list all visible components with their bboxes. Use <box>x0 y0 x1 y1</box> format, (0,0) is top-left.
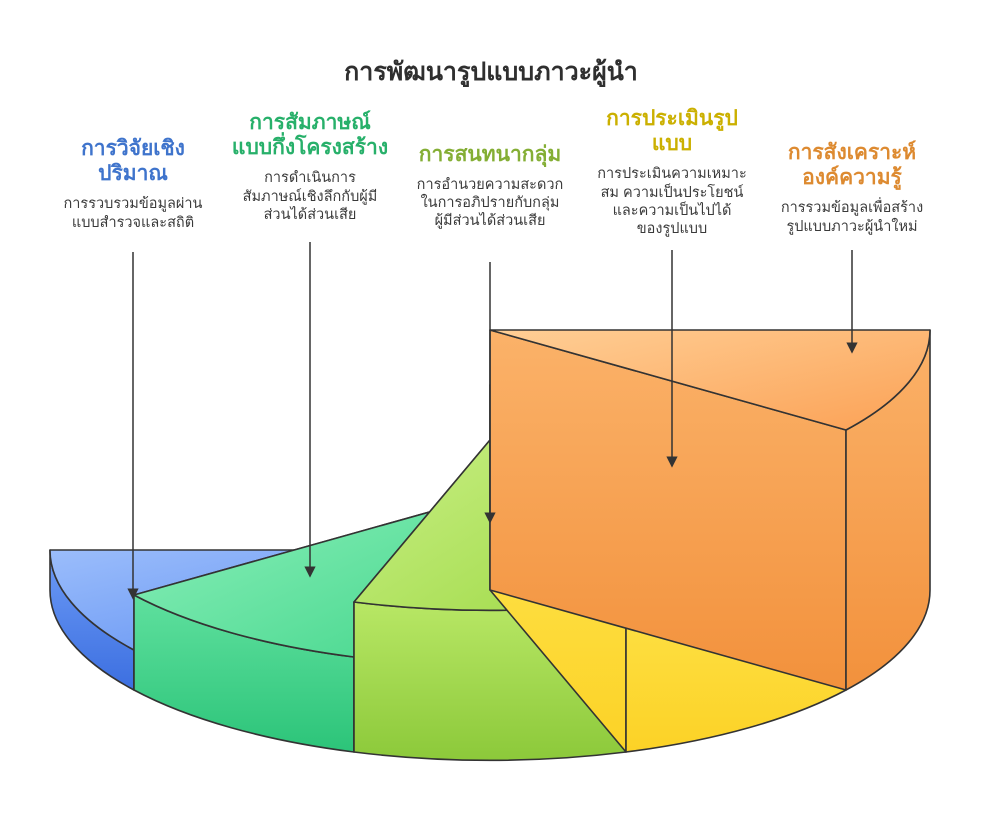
slice-knowledge-synthesis <box>489 329 931 691</box>
slice-top-face <box>489 329 931 431</box>
step-heading: การวิจัยเชิง ปริมาณ <box>81 137 185 186</box>
step-description: การรวมข้อมูลเพื่อสร้าง รูปแบบภาวะผู้นำให… <box>780 200 924 235</box>
step-heading: การสนทนากลุ่ม <box>418 143 562 166</box>
step-description: การดำเนินการ สัมภาษณ์เชิงลึกกับผู้มี ส่ว… <box>242 170 378 223</box>
step-label-knowledge-synthesis: การสังเคราะห์ องค์ความรู้ การรวมข้อมูลเพ… <box>755 140 950 236</box>
step-heading: การสังเคราะห์ องค์ความรู้ <box>787 141 917 190</box>
step-label-semi-structured-interview: การสัมภาษณ์ แบบกึ่งโครงสร้าง การดำเนินกา… <box>213 110 408 224</box>
step-label-quantitative-research: การวิจัยเชิง ปริมาณ การรวบรวมข้อมูลผ่าน … <box>46 136 221 232</box>
step-description: การรวบรวมข้อมูลผ่าน แบบสำรวจและสถิติ <box>63 196 203 231</box>
page-title: การพัฒนารูปแบบภาวะผู้นำ <box>344 58 638 86</box>
step-description: การอำนวยความสะดวก ในการอภิปรายกับกลุ่ม ผ… <box>416 177 564 230</box>
step-description: การประเมินความเหมาะ สม ความเป็นประโยชน์ … <box>597 166 747 237</box>
step-label-model-evaluation: การประเมินรูป แบบ การประเมินความเหมาะ สม… <box>570 106 775 238</box>
step-heading: การประเมินรูป แบบ <box>606 107 738 156</box>
step-heading: การสัมภาษณ์ แบบกึ่งโครงสร้าง <box>231 111 389 160</box>
step-label-group-discussion: การสนทนากลุ่ม การอำนวยความสะดวก ในการอภิ… <box>390 142 590 231</box>
